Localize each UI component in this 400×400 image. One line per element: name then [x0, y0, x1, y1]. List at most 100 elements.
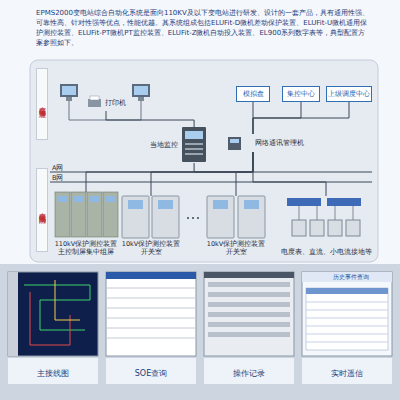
system-box: 集控中心 [282, 86, 320, 102]
workstation-monitor [132, 84, 150, 97]
node-sublabel: 开关室 [141, 248, 162, 256]
table-rule [106, 308, 196, 309]
cabinet-group: 110kV保护测控装置主控制屏集中组屏 [50, 192, 122, 256]
manager-device [228, 137, 241, 150]
caption-strip [8, 358, 98, 384]
screenshot-panel: 主接线图 [8, 270, 98, 384]
table-rule [106, 298, 196, 299]
layer-band: 变电站间隔层 [36, 168, 48, 252]
node-label: 集控中心 [287, 90, 315, 99]
ellipsis-dot [192, 217, 194, 219]
node-label: 10kV保护测控装置 [207, 240, 265, 248]
grid-rule [306, 302, 388, 303]
lan-drop [69, 101, 70, 120]
connector-line [194, 152, 253, 172]
screenshot-frame [302, 272, 392, 356]
cabinet-screen [58, 196, 67, 202]
window-title: 历史事件查询 [333, 274, 373, 281]
device-group: 电度表、直流、小电流接地等 [280, 196, 372, 256]
cabinet-screen [106, 196, 115, 202]
caption-strip [106, 358, 196, 384]
cabinet [87, 192, 102, 237]
screenshot-frame [106, 272, 196, 356]
meter [292, 220, 306, 236]
protection-unit [152, 196, 179, 238]
window-title-bar [302, 272, 392, 282]
table-rule [106, 318, 196, 319]
unit-screen [244, 200, 259, 209]
protection-unit [122, 196, 149, 238]
system-box: 上级调度中心 [326, 86, 372, 102]
server-tower [182, 127, 206, 162]
cabinet [103, 192, 118, 237]
grid-rule [306, 318, 388, 319]
comm-manager: 网络通讯管理机 [226, 134, 304, 152]
node-label: 10kV保护测控装置 [122, 240, 180, 248]
connector-line [151, 152, 253, 196]
cabinet-group: 10kV保护测控装置开关室 [118, 196, 184, 256]
device-wire [317, 206, 318, 220]
intro-paragraph: EPMS2000变电站综合自动化系统是面向110KV及以下变电站进行研发、设计的… [36, 8, 370, 48]
device-wire [335, 206, 336, 220]
workstation-screen [134, 86, 148, 95]
connector-line [236, 152, 253, 196]
node-label: 主接线图 [37, 369, 69, 379]
table-row [208, 302, 290, 307]
connector-line [253, 102, 349, 134]
workstation-screen [62, 86, 76, 95]
table-row [208, 292, 290, 297]
node-label: 打印机 [105, 99, 126, 108]
network-label: A网 [52, 164, 72, 172]
table-row [208, 312, 290, 317]
node-label: 变电站管理层 [38, 101, 47, 107]
workstation-base [66, 97, 72, 101]
table-rule [106, 288, 196, 289]
node-label: 操作记录 [233, 369, 265, 379]
network-label: B网 [52, 174, 72, 182]
wiring-trace [55, 280, 80, 320]
local-monitor: 当地监控 [150, 127, 208, 163]
screenshot-frame [204, 272, 294, 356]
screenshot-panel: SOE查询 [106, 270, 196, 384]
workstation-monitor [60, 84, 78, 97]
server-slot [185, 143, 203, 145]
table-rule [106, 338, 196, 339]
unit-screen [128, 200, 143, 209]
connector-line [106, 111, 194, 127]
grid-rule [306, 334, 388, 335]
protection-unit [238, 196, 265, 238]
cabinet-screen [74, 196, 83, 202]
node-label: 变电站间隔层 [38, 207, 47, 213]
caption-strip [204, 358, 294, 384]
layer-band: 变电站管理层 [36, 68, 48, 140]
cabinet [71, 192, 86, 237]
server-slot [185, 148, 203, 150]
workstation-base [138, 97, 144, 101]
screenshot-panel: 实时遥信 [302, 270, 392, 384]
server-slot [185, 153, 203, 155]
diagram-panel [30, 60, 378, 262]
unit-screen [213, 200, 228, 209]
printer: 打印机 [86, 95, 126, 111]
meter [346, 220, 360, 236]
table-row [208, 322, 290, 327]
ellipsis-dot [197, 217, 199, 219]
device-wire [353, 206, 354, 220]
system-box: 模拟盘 [236, 86, 270, 102]
grid-header [306, 288, 388, 294]
table-rule [106, 328, 196, 329]
ellipsis-dot [187, 217, 189, 219]
connector-line [253, 152, 326, 196]
screenshot-toolbar [8, 272, 18, 356]
table-header [204, 272, 294, 278]
printer-paper [90, 96, 99, 100]
screenshot-panel: 操作记录 [204, 270, 294, 384]
node-label: 上级调度中心 [328, 90, 370, 99]
grid-rule [306, 342, 388, 343]
table-row [208, 332, 290, 337]
meter [310, 220, 324, 236]
node-label: 实时遥信 [331, 369, 363, 379]
